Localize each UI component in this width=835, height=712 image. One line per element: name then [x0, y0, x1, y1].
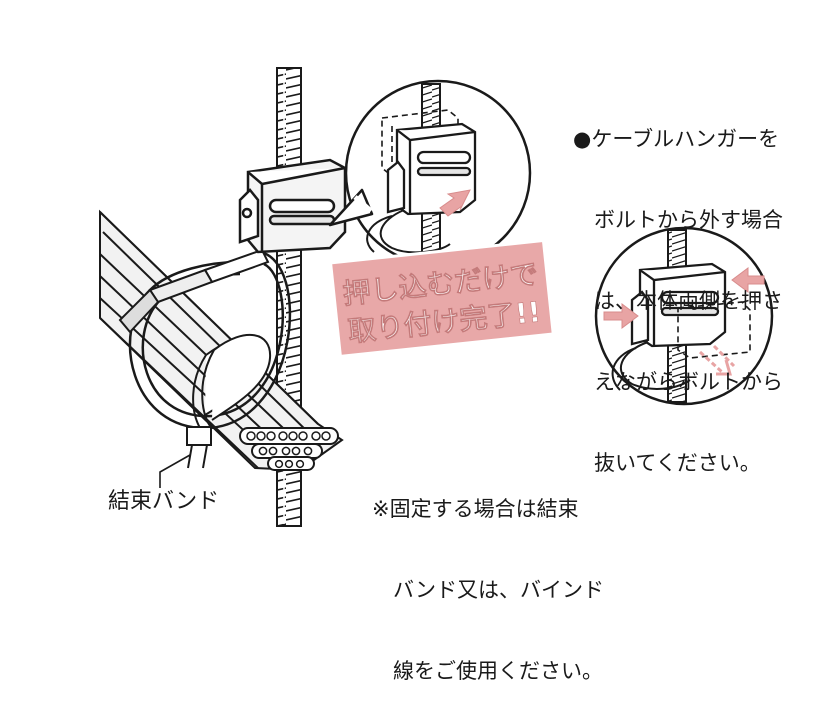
detail-loop	[611, 341, 691, 391]
cable-conductor-ends	[246, 431, 331, 469]
hanger-body	[238, 158, 347, 254]
detail-hanger-body	[630, 262, 727, 348]
cable-tie-label: 結束バンド	[108, 489, 220, 514]
fixing-note-line-2: バンド又は、バインド	[393, 578, 605, 602]
removal-note-line-3: は、本体両側を押さ	[594, 289, 783, 313]
pull-down-arrow-icon	[698, 344, 736, 376]
bubble-loop	[366, 209, 451, 254]
removal-note-line-2: ボルトから外す場合	[594, 208, 783, 232]
removal-note-bullet: ●	[573, 127, 592, 151]
removal-note-line-1: ケーブルハンガーを	[591, 127, 780, 151]
cable-tie	[186, 333, 272, 469]
bubble-hanger-body	[386, 122, 477, 216]
detail-ghost	[677, 301, 751, 359]
banner: 押し込むだけで 取り付け完了!!	[328, 238, 555, 359]
removal-note-line-5: 抜いてください。	[594, 451, 761, 475]
removal-note-line-4: えながらボルトから	[594, 370, 783, 394]
squeeze-arrow-left-icon	[603, 303, 639, 329]
removal-note: ●ケーブルハンガーを ボルトから外す場合 は、本体両側を押さ えながらボルトから…	[573, 72, 783, 504]
squeeze-arrow-right-icon	[731, 267, 765, 293]
cable-hanger-diagram: 押し込むだけで 取り付け完了!!	[99, 67, 774, 527]
push-arrow-icon	[439, 189, 471, 217]
cable-bundle	[99, 209, 344, 472]
fixing-note-line-3: 線をご使用ください。	[393, 659, 603, 683]
hanger-tail	[118, 248, 270, 334]
cable-tie-label-leader	[159, 454, 191, 488]
fixing-note: ※固定する場合は結束 バンド又は、バインド 線をご使用ください。	[372, 442, 604, 712]
fixing-note-line-1: 固定する場合は結束	[389, 497, 579, 521]
fixing-note-mark: ※	[372, 497, 390, 521]
